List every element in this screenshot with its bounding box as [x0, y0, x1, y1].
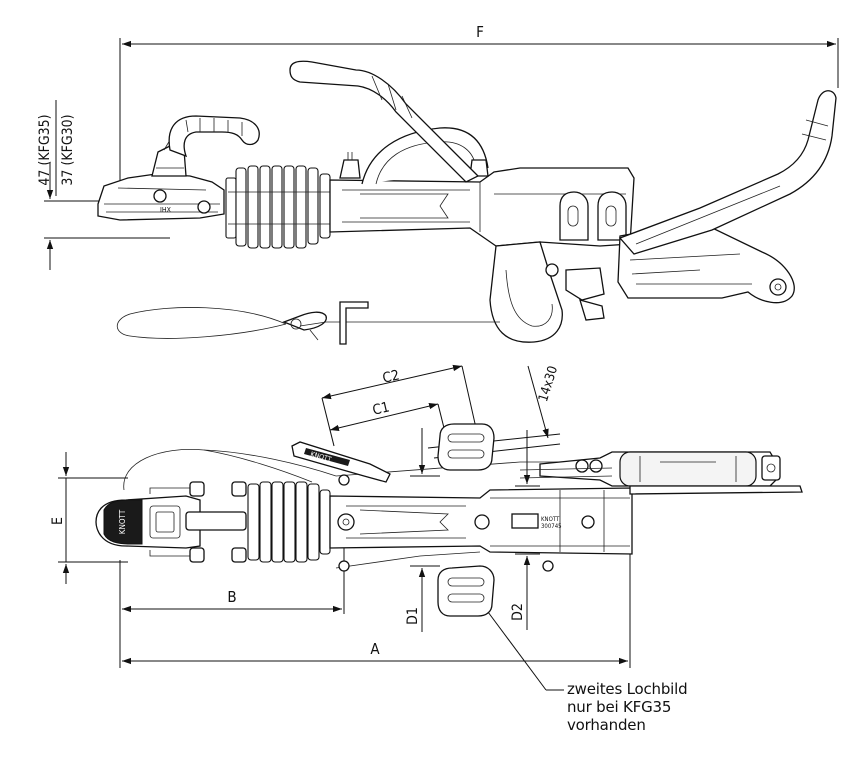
note-second-hole-pattern: zweites Lochbild nur bei KFG35 vorhanden: [567, 680, 688, 734]
top-mount-pad-lower: [437, 565, 495, 617]
dim-d1-label: D1: [405, 607, 421, 625]
note-line-2: nur bei KFG35: [567, 698, 672, 716]
side-brake-lever-right: [618, 90, 837, 255]
top-mount-pad-upper: [437, 423, 495, 471]
top-head-brand: KNOTT: [118, 509, 127, 534]
dim-bolt-leader: [527, 365, 549, 439]
note-line-3: vorhanden: [567, 716, 646, 734]
dim-bolt-label: 14x30: [536, 364, 561, 403]
dim-c2-ext-right: [461, 365, 477, 429]
side-body: [329, 127, 795, 343]
dim-c1-line: [329, 403, 439, 431]
top-shock-absorber: [519, 451, 803, 495]
side-view: F 47 (KFG35) 37 (KFG30) IHX: [37, 23, 839, 345]
side-coupling-head: IHX: [97, 115, 260, 221]
dim-height-kfg35: 47 (KFG35): [37, 114, 53, 185]
top-view: C2 C1 14x30 E B A D1: [50, 364, 803, 691]
dim-c1-label: C1: [371, 399, 391, 418]
note-leader: [487, 611, 547, 691]
side-bellows: [225, 165, 331, 249]
note-line-1: zweites Lochbild: [567, 680, 688, 698]
dim-d2-label: D2: [510, 603, 526, 621]
side-mark: IHX: [160, 206, 172, 214]
top-bellows: [247, 481, 331, 563]
dim-height-kfg30: 37 (KFG30): [60, 114, 76, 185]
side-breakaway-cable: [116, 301, 500, 345]
dim-c2-ext-left: [321, 397, 335, 447]
top-body-brand: KNOTT: [541, 516, 560, 523]
top-brake-lever: KNOTT: [291, 441, 391, 483]
dim-c2-line: [321, 364, 463, 400]
top-part-number: 300745: [541, 523, 562, 530]
dim-a-label: A: [370, 640, 380, 658]
top-body: KNOTT 300745: [329, 461, 641, 572]
dim-c2-label: C2: [381, 367, 401, 386]
dim-b-label: B: [227, 588, 236, 606]
dim-f-label: F: [476, 23, 484, 41]
top-coupling-head: KNOTT: [95, 481, 247, 563]
dim-e-label: E: [50, 517, 66, 525]
side-brake-lever-top: [289, 60, 480, 183]
